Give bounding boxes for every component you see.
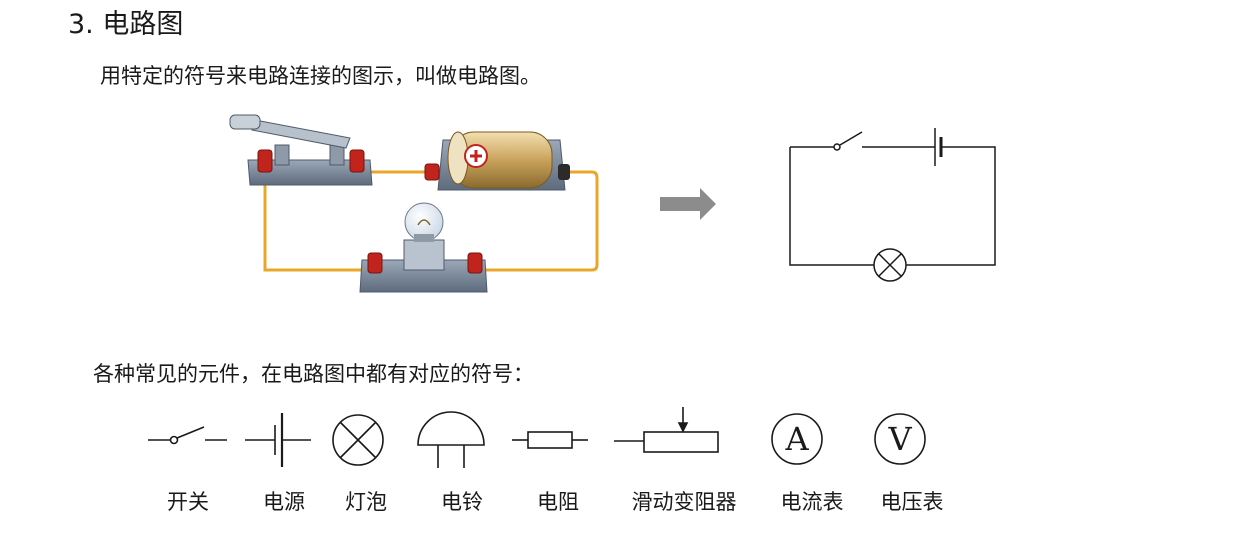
switch-model	[229, 114, 373, 186]
ammeter-symbol-icon: A	[771, 413, 823, 465]
ammeter-label: 电流表	[780, 490, 844, 514]
lamp-symbol-icon	[332, 414, 384, 466]
lamp-model	[359, 202, 488, 293]
voltmeter-letter: V	[887, 420, 912, 458]
symbols-intro-text: 各种常见的元件，在电路图中都有对应的符号：	[93, 362, 534, 386]
battery-symbol-icon	[245, 413, 311, 467]
resistor-symbol-icon	[512, 431, 588, 449]
battery-model	[424, 131, 570, 191]
voltmeter-label: 电压表	[880, 490, 944, 514]
rheostat-label: 滑动变阻器	[631, 490, 737, 514]
physical-circuit-illustration	[229, 114, 599, 293]
wire-group	[263, 165, 599, 272]
voltmeter-symbol-icon: V	[874, 413, 926, 465]
resistor-label: 电阻	[537, 490, 579, 514]
intro-text: 用特定的符号来电路连接的图示，叫做电路图。	[100, 64, 541, 88]
ammeter-letter: A	[784, 420, 809, 458]
page-title: 3. 电路图	[68, 9, 184, 40]
bell-label: 电铃	[441, 490, 483, 514]
battery-label: 电源	[263, 490, 305, 514]
lamp-label: 灯泡	[345, 490, 387, 514]
rheostat-symbol-icon	[614, 407, 719, 453]
switch-label: 开关	[167, 490, 209, 514]
switch-symbol-icon	[148, 426, 227, 445]
circuit-schematic	[789, 128, 996, 282]
bell-symbol-icon	[417, 411, 485, 468]
arrow-right-icon	[660, 188, 716, 220]
